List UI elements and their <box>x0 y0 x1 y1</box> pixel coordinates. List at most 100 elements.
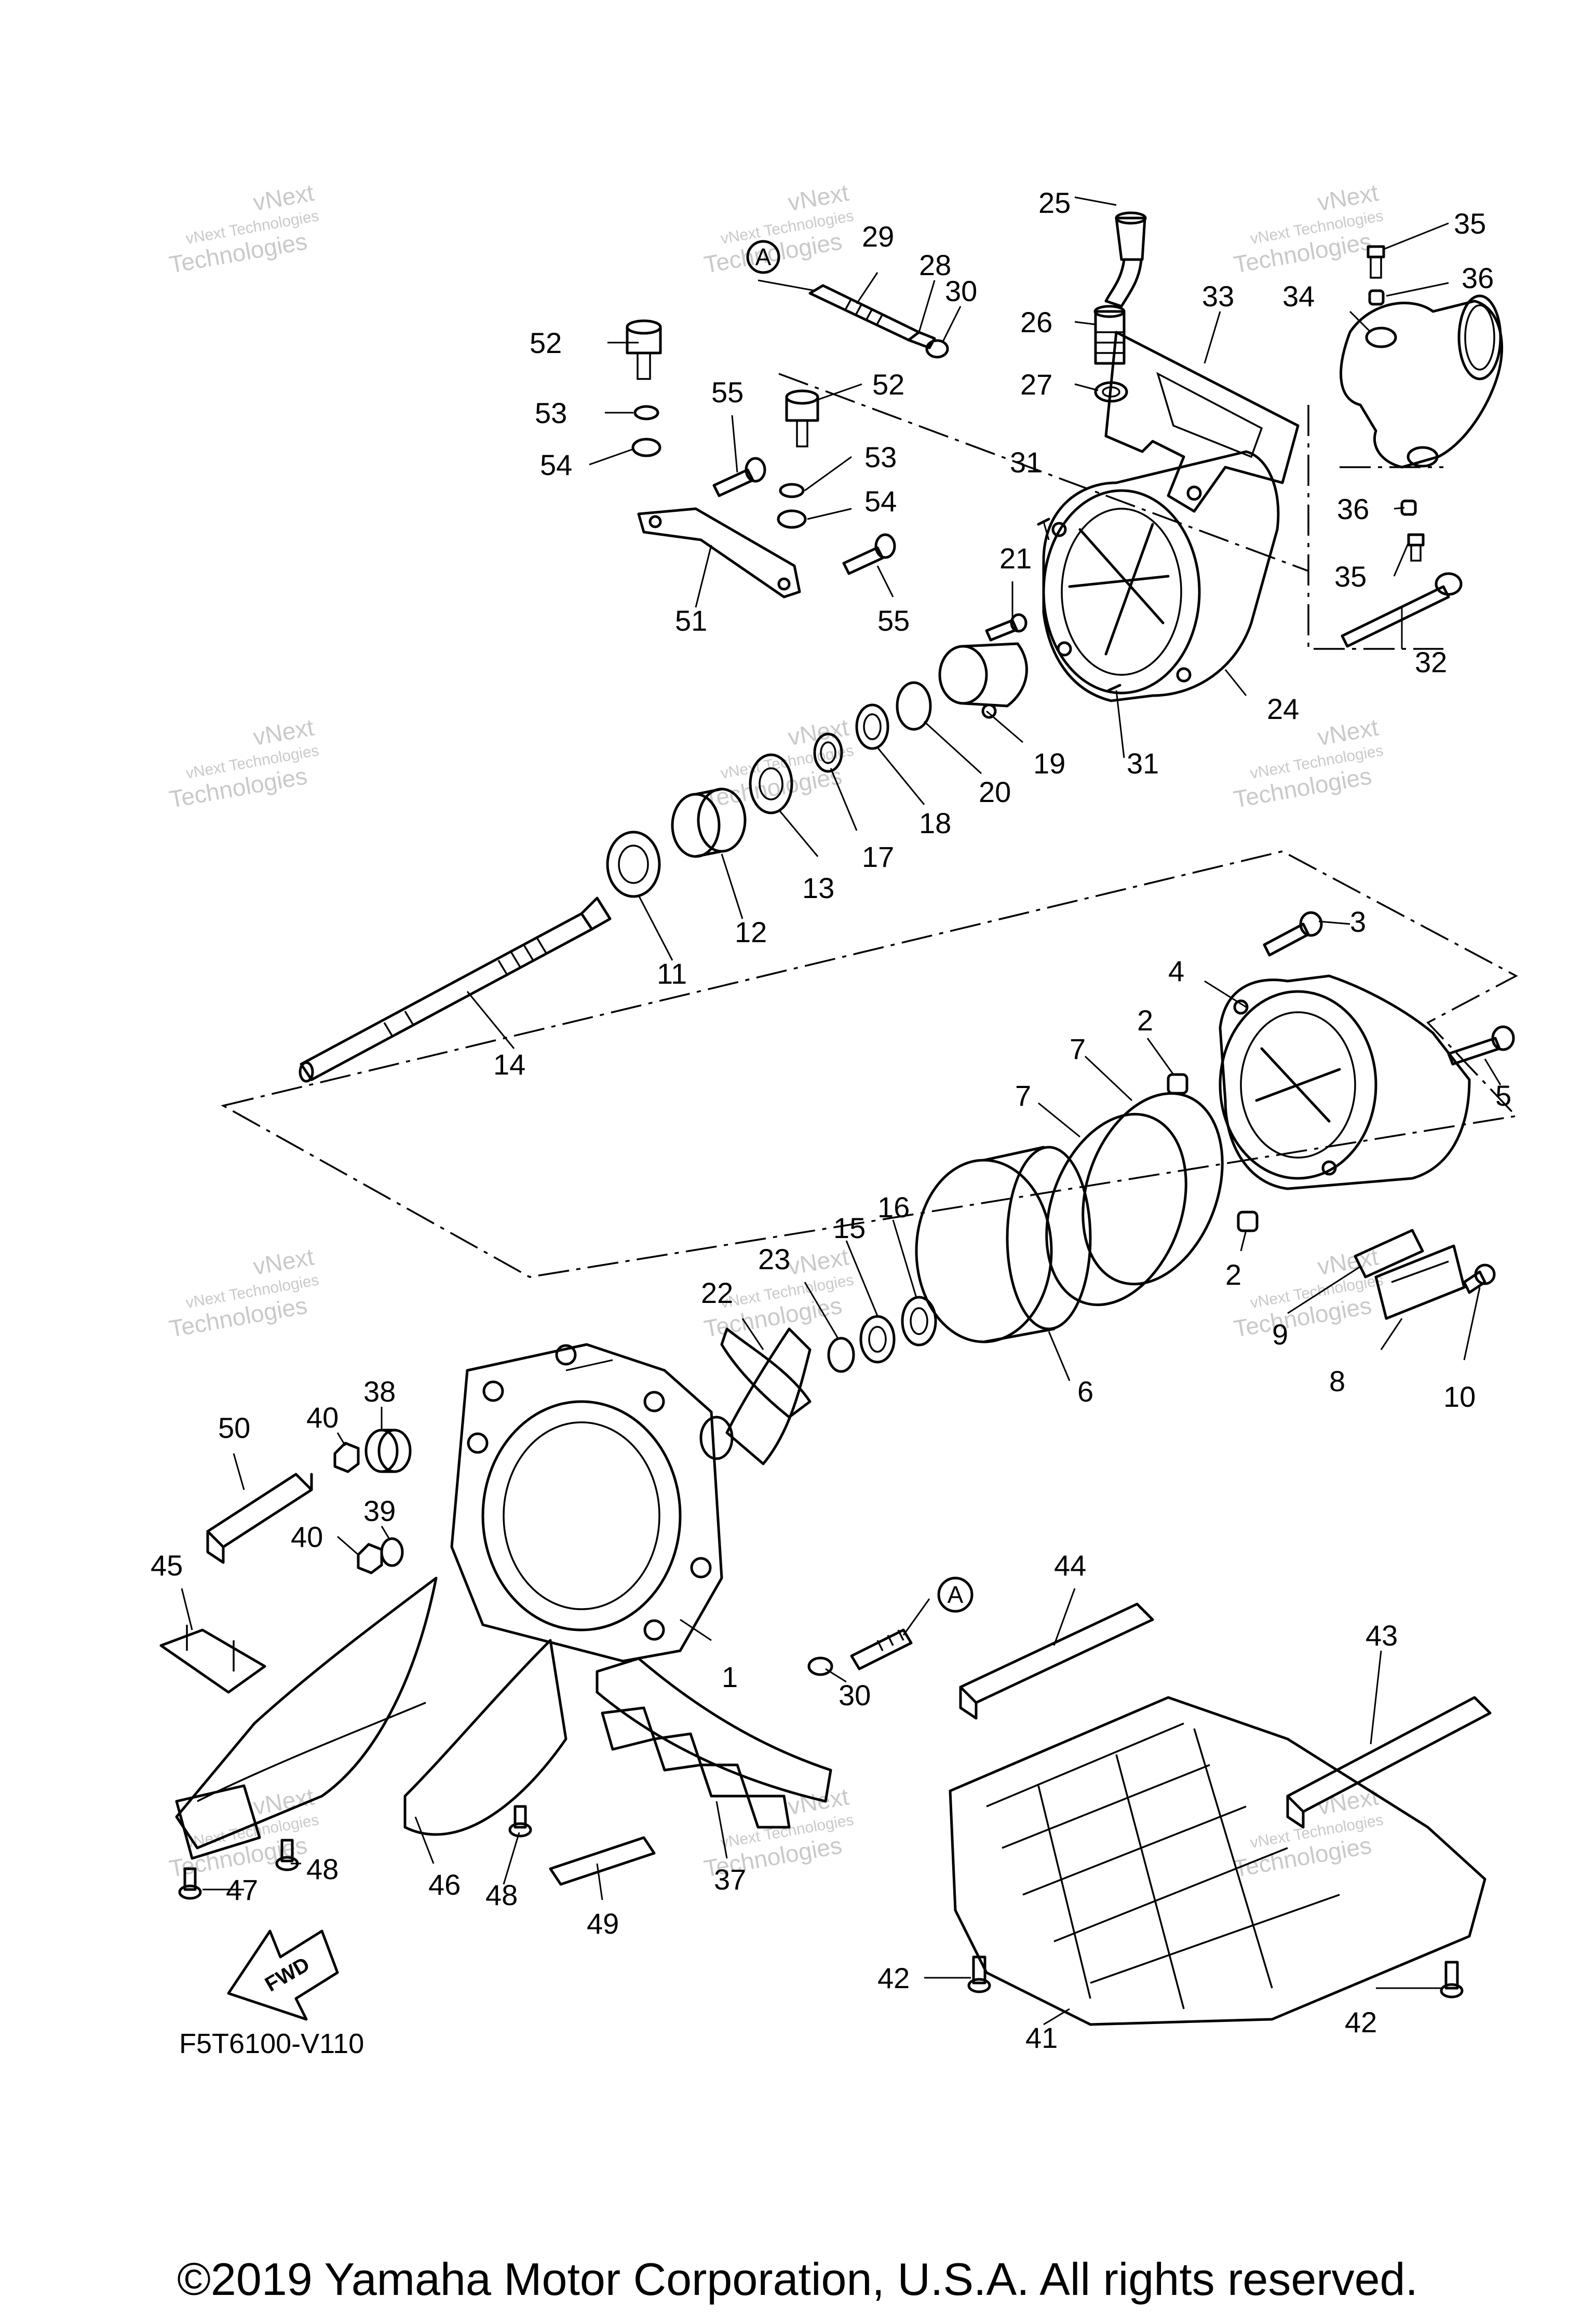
bolt-part-10 <box>1463 1263 1496 1294</box>
callout-50: 50 <box>218 1411 250 1444</box>
washer-part-39 <box>380 1537 404 1567</box>
bolt-part-32 <box>1341 572 1463 648</box>
callout-25: 25 <box>1038 186 1071 219</box>
callout-3: 3 <box>1350 905 1366 938</box>
watermark: vNext Technologies vNext Technologies <box>1232 713 1385 813</box>
callout-39: 39 <box>363 1494 396 1527</box>
o-ring-part-7-inner <box>1045 1112 1187 1307</box>
impeller-part-22 <box>699 1327 812 1465</box>
callout-31-top: 31 <box>1010 446 1042 479</box>
copyright-notice: ©2019 Yamaha Motor Corporation, U.S.A. A… <box>177 2253 1418 2305</box>
watermark: vNext Technologies vNext Technologies <box>1232 179 1385 278</box>
hose-fitting-part-25 <box>1104 211 1147 308</box>
bolt-part-52-left <box>626 319 662 380</box>
callout-6: 6 <box>1077 1375 1093 1408</box>
callout-11: 11 <box>657 957 687 990</box>
callout-55-bottom: 55 <box>877 604 910 637</box>
callout-36-bottom: 36 <box>1337 493 1369 525</box>
washer-part-38 <box>364 1429 412 1473</box>
callout-30-bottom: 30 <box>839 1679 871 1711</box>
o-ring-part-20 <box>896 681 932 731</box>
callout-51: 51 <box>675 604 707 637</box>
callout-55-top: 55 <box>711 376 744 409</box>
ride-plate-part-37 <box>596 1657 832 1829</box>
callout-52-right: 52 <box>872 368 904 401</box>
bolt-part-35-top <box>1367 245 1385 279</box>
skid-strake-part-43 <box>1286 1696 1492 1829</box>
pin-part-31-bottom <box>1107 684 1121 692</box>
bushing-part-36-top <box>1368 289 1385 306</box>
callout-24: 24 <box>1267 692 1299 725</box>
seal-part-17 <box>813 732 843 773</box>
callout-14: 14 <box>493 1048 525 1081</box>
sleeve-part-12 <box>671 787 747 858</box>
callout-31-bottom: 31 <box>1127 747 1159 780</box>
stay-part-45 <box>159 1625 266 1694</box>
callout-2-bottom: 2 <box>1225 1258 1241 1291</box>
seal-part-15 <box>859 1315 896 1364</box>
svg-text:A: A <box>755 243 772 270</box>
callout-53-left: 53 <box>535 397 567 429</box>
impeller-housing-part-4 <box>1219 974 1471 1190</box>
callout-18: 18 <box>919 807 951 839</box>
intake-stay-part-50 <box>206 1473 313 1564</box>
gasket-part-33 <box>1104 331 1300 513</box>
callout-53-right: 53 <box>864 441 897 473</box>
callout-52-left: 52 <box>530 327 562 359</box>
intake-housing-part-1 <box>450 1343 723 1663</box>
bolt-part-48-right <box>508 1805 532 1838</box>
callout-41: 41 <box>1025 2021 1058 2054</box>
callout-32: 32 <box>1415 646 1447 678</box>
watermark: vNext Technologies vNext Technologies <box>167 1243 320 1342</box>
callout-7-bottom: 7 <box>1015 1079 1031 1112</box>
bolt-part-5 <box>1447 1025 1515 1066</box>
bolt-part-42-left <box>967 1955 991 1993</box>
callout-4: 4 <box>1168 955 1184 987</box>
callout-19: 19 <box>1033 747 1065 780</box>
callout-15: 15 <box>833 1212 866 1244</box>
skid-strake-part-44 <box>959 1602 1154 1720</box>
callout-21: 21 <box>999 542 1032 575</box>
leader-lines <box>181 196 1502 2026</box>
callout-54-right: 54 <box>864 485 897 518</box>
callout-1: 1 <box>722 1661 738 1693</box>
callout-29: 29 <box>862 220 894 253</box>
callout-54-left: 54 <box>540 449 572 481</box>
stay-part-49 <box>549 1836 656 1886</box>
bearing-part-11 <box>606 831 661 898</box>
callout-34: 34 <box>1282 280 1315 312</box>
callout-10: 10 <box>1443 1380 1476 1413</box>
callout-43: 43 <box>1366 1619 1398 1652</box>
callout-22: 22 <box>701 1276 733 1309</box>
callout-13: 13 <box>802 872 834 904</box>
callout-47: 47 <box>226 1873 258 1906</box>
nozzle-guide-line <box>778 373 1443 650</box>
callout-9: 9 <box>1272 1318 1288 1351</box>
cover-part-8 <box>1374 1244 1466 1320</box>
callout-28: 28 <box>919 249 951 281</box>
callout-20: 20 <box>979 776 1011 808</box>
watermark: vNext Technologies vNext Technologies <box>167 713 320 813</box>
dowel-part-2-bottom <box>1237 1211 1259 1232</box>
fwd-label: FWD <box>261 1953 314 1996</box>
callout-40-top: 40 <box>306 1401 339 1434</box>
spacer-part-23 <box>827 1337 855 1373</box>
dowel-part-2-top <box>1167 1073 1188 1095</box>
shaft-assembly-outline <box>221 850 1518 1278</box>
svg-text:A: A <box>948 1581 964 1608</box>
callout-30-top: 30 <box>945 275 977 307</box>
bolt-part-55-bottom <box>842 533 896 575</box>
callout-35-bottom: 35 <box>1334 560 1367 593</box>
bracket-part-51 <box>637 507 801 599</box>
callout-35-top: 35 <box>1454 207 1486 240</box>
callout-5: 5 <box>1495 1079 1511 1112</box>
washer-part-53-left <box>633 405 659 420</box>
watermark: vNext Technologies vNext Technologies <box>167 179 320 278</box>
callout-46: 46 <box>428 1868 461 1901</box>
liner-part-6 <box>915 1146 1092 1343</box>
nut-plate-part-9 <box>1354 1229 1424 1279</box>
callout-49: 49 <box>587 1907 619 1940</box>
grille-plate-part-41 <box>949 1696 1486 2026</box>
hose-clamp-part-30 <box>925 339 949 359</box>
